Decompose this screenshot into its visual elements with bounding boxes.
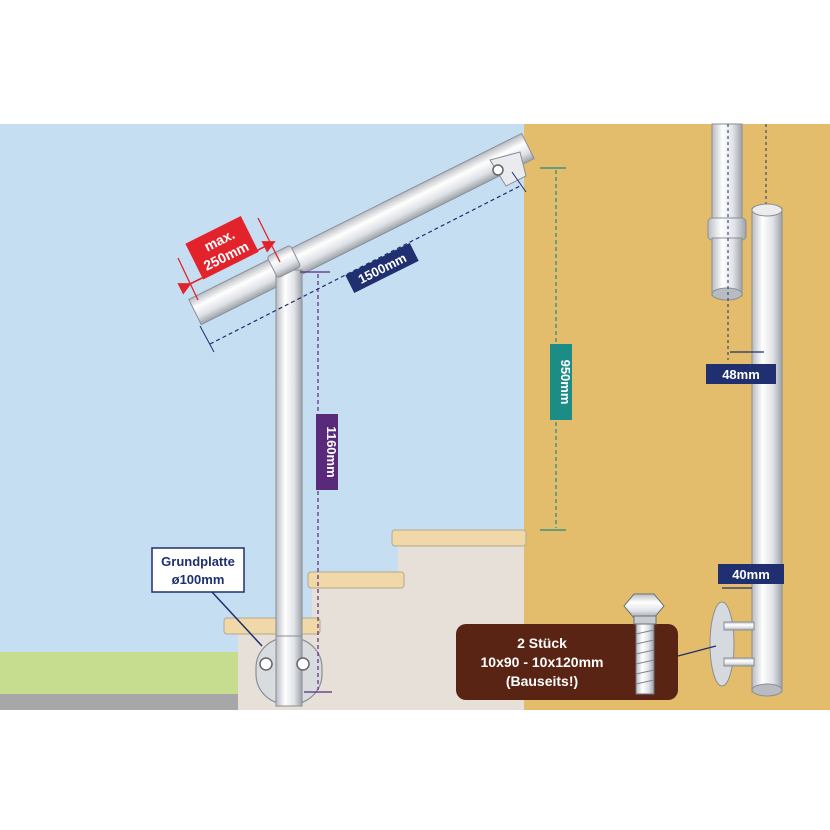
base-plate-label-line2: ø100mm <box>172 572 225 587</box>
dimension-max-overhang: max. 250mm <box>177 216 281 301</box>
tube-diameter-bottom-label: 40mm <box>732 567 770 582</box>
stair-tread-top <box>391 529 527 547</box>
ground-strip <box>0 694 238 710</box>
stair-tread-middle <box>307 571 405 589</box>
bolt-icon <box>623 593 665 695</box>
tube-diameter-top-label: 48mm <box>722 367 760 382</box>
railing-post <box>275 269 303 695</box>
wall-flange <box>709 601 755 687</box>
dimension-tube-top: 48mm <box>706 351 776 384</box>
screw-line1: 2 Stück <box>517 635 567 651</box>
base-plate <box>255 635 323 707</box>
post-height-label: 1160mm <box>324 426 339 477</box>
dimension-tube-bottom: 40mm <box>718 564 784 589</box>
dimension-rail-height: 950mm <box>540 167 573 531</box>
grass-strip <box>0 652 238 694</box>
screw-line2: 10x90 - 10x120mm <box>481 654 604 670</box>
screw-line3: (Bauseits!) <box>506 673 578 689</box>
wall-bracket-top <box>489 151 527 187</box>
dimension-post-height: 1160mm <box>300 271 339 693</box>
base-plate-callout: Grundplatte ø100mm <box>151 547 263 647</box>
screw-callout: 2 Stück 10x90 - 10x120mm (Bauseits!) <box>456 624 717 700</box>
base-plate-label-line1: Grundplatte <box>161 554 235 569</box>
rail-height-label: 950mm <box>558 360 573 405</box>
tube-detail <box>707 123 783 697</box>
